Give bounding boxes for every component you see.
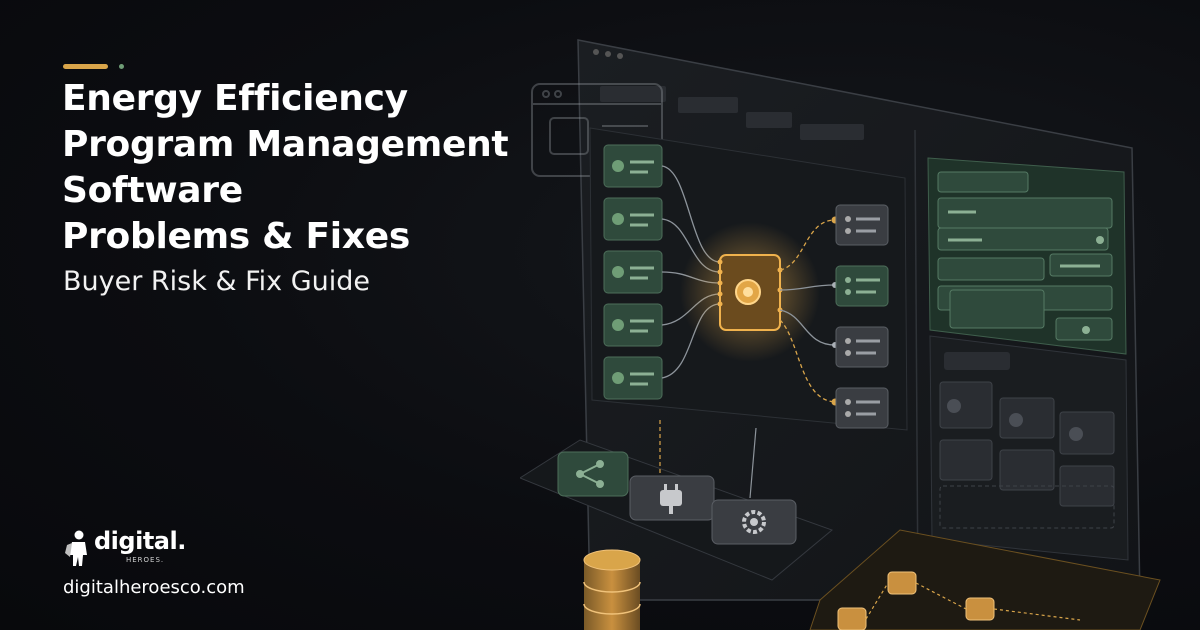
card	[603, 197, 663, 241]
accent-bar	[63, 64, 108, 69]
card	[603, 144, 663, 188]
flow-nodes	[837, 571, 995, 630]
card	[835, 326, 889, 368]
logo-subtext: HEROES.	[126, 556, 165, 564]
toolbar-tab	[600, 86, 666, 102]
title-line-3: Software	[62, 170, 243, 211]
title-line-1: Energy Efficiency	[62, 78, 408, 119]
card	[603, 250, 663, 294]
toolbar-tab	[800, 124, 864, 140]
title-line-4: Problems & Fixes	[62, 216, 410, 257]
card	[835, 387, 889, 429]
card	[603, 356, 663, 400]
hero-figure-icon	[65, 530, 87, 566]
dashboard-illustration	[520, 39, 1161, 630]
title-line-2: Program Management	[62, 124, 509, 165]
toolbar-tab	[746, 112, 792, 128]
gear-icon-tile	[711, 499, 797, 545]
brand-logo[interactable]: digital. HEROES.	[64, 527, 194, 571]
card	[835, 204, 889, 246]
page-subtitle: Buyer Risk & Fix Guide	[63, 266, 371, 297]
panel-divider	[914, 129, 919, 601]
flow-board	[809, 529, 1161, 630]
plug-icon-tile	[629, 475, 715, 521]
toolbar-tab	[678, 97, 738, 113]
card	[835, 265, 889, 307]
database-icon	[583, 549, 641, 630]
window-dot-3	[617, 53, 623, 59]
window-dot-1	[593, 49, 599, 55]
website-link[interactable]: digitalheroesco.com	[63, 577, 245, 598]
logo-wordmark: digital.	[94, 527, 186, 555]
window-dot-2	[605, 51, 611, 57]
accent-dot	[119, 64, 124, 69]
grid-tiles	[939, 381, 1115, 529]
left-cards	[603, 144, 663, 400]
card	[603, 303, 663, 347]
right-connectors	[779, 219, 836, 403]
page-title: Energy Efficiency Program Management Sof…	[62, 76, 509, 260]
form-fields	[937, 171, 1113, 341]
right-cards	[835, 204, 889, 429]
share-icon-tile	[557, 451, 629, 497]
